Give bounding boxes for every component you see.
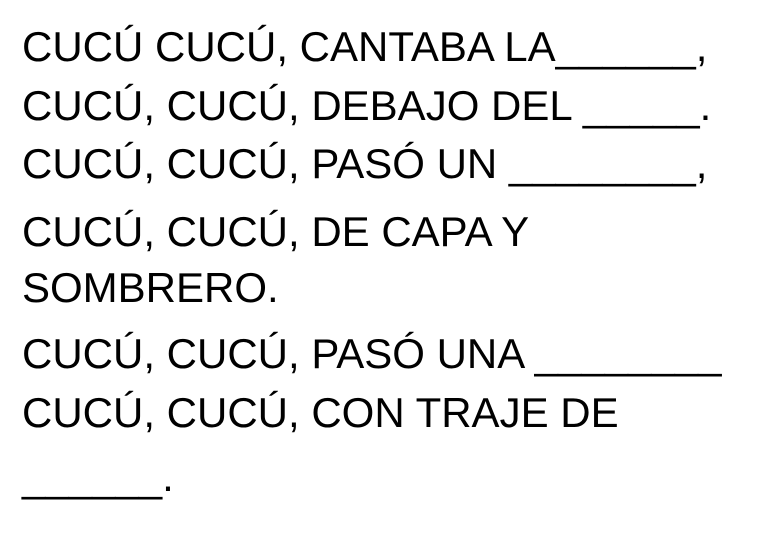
verse-line-7: CUCÚ, CUCÚ, CON TRAJE DE [22,389,619,436]
verse-line-3: CUCÚ, CUCÚ, PASÓ UN ________, [22,140,708,187]
verse-line-6: CUCÚ, CUCÚ, PASÓ UNA ________ [22,330,722,377]
verse-line-1: CUCÚ CUCÚ, CANTABA LA______, [22,23,708,70]
verse-line-8: ______. [22,453,174,500]
verse-line-2: CUCÚ, CUCÚ, DEBAJO DEL _____. [22,82,712,129]
verse-line-5: SOMBRERO. [22,264,279,311]
verse-line-4: CUCÚ, CUCÚ, DE CAPA Y [22,208,530,255]
